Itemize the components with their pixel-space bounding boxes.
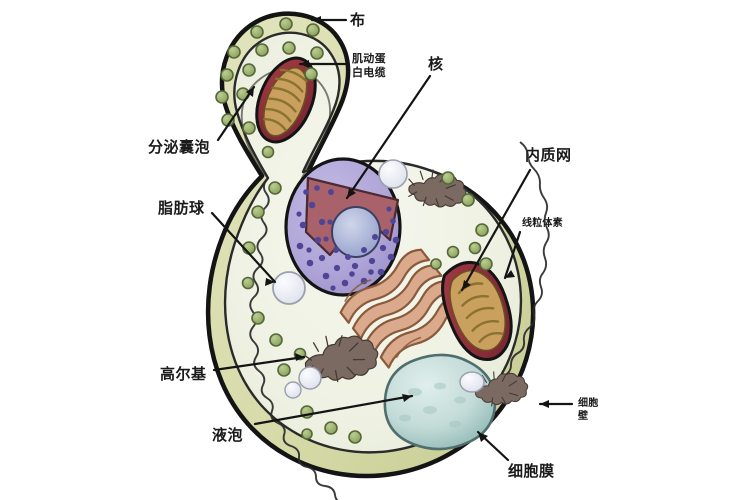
label-cell-wall: 细胞 壁 bbox=[578, 398, 599, 422]
lipid-droplets bbox=[272, 159, 485, 399]
vacuole bbox=[383, 353, 497, 451]
nuclear-pores bbox=[296, 185, 400, 291]
endoplasmic-reticulum bbox=[339, 248, 467, 369]
label-cell-membrane: 细胞膜 bbox=[508, 462, 555, 480]
golgi-body-lower-right bbox=[473, 371, 529, 407]
label-endoplasmic-reticulum: 内质网 bbox=[525, 146, 572, 164]
label-bud: 布 bbox=[350, 11, 366, 29]
mitochondrion-lower bbox=[441, 261, 513, 362]
label-vacuole: 液泡 bbox=[212, 426, 244, 444]
label-golgi: 高尔基 bbox=[160, 365, 207, 383]
label-secretory-vesicle: 分泌囊泡 bbox=[148, 138, 211, 156]
label-lipid-droplet: 脂肪球 bbox=[158, 199, 205, 217]
label-mitochondria: 线粒体素 bbox=[522, 218, 563, 229]
leader-lines bbox=[210, 16, 574, 462]
label-actin-cable: 肌动蛋 白电缆 bbox=[352, 52, 386, 79]
mitochondrion-upper bbox=[255, 56, 317, 144]
secretory-vesicles bbox=[215, 17, 493, 444]
label-nucleus: 核 bbox=[428, 55, 444, 73]
nucleus bbox=[284, 157, 402, 297]
